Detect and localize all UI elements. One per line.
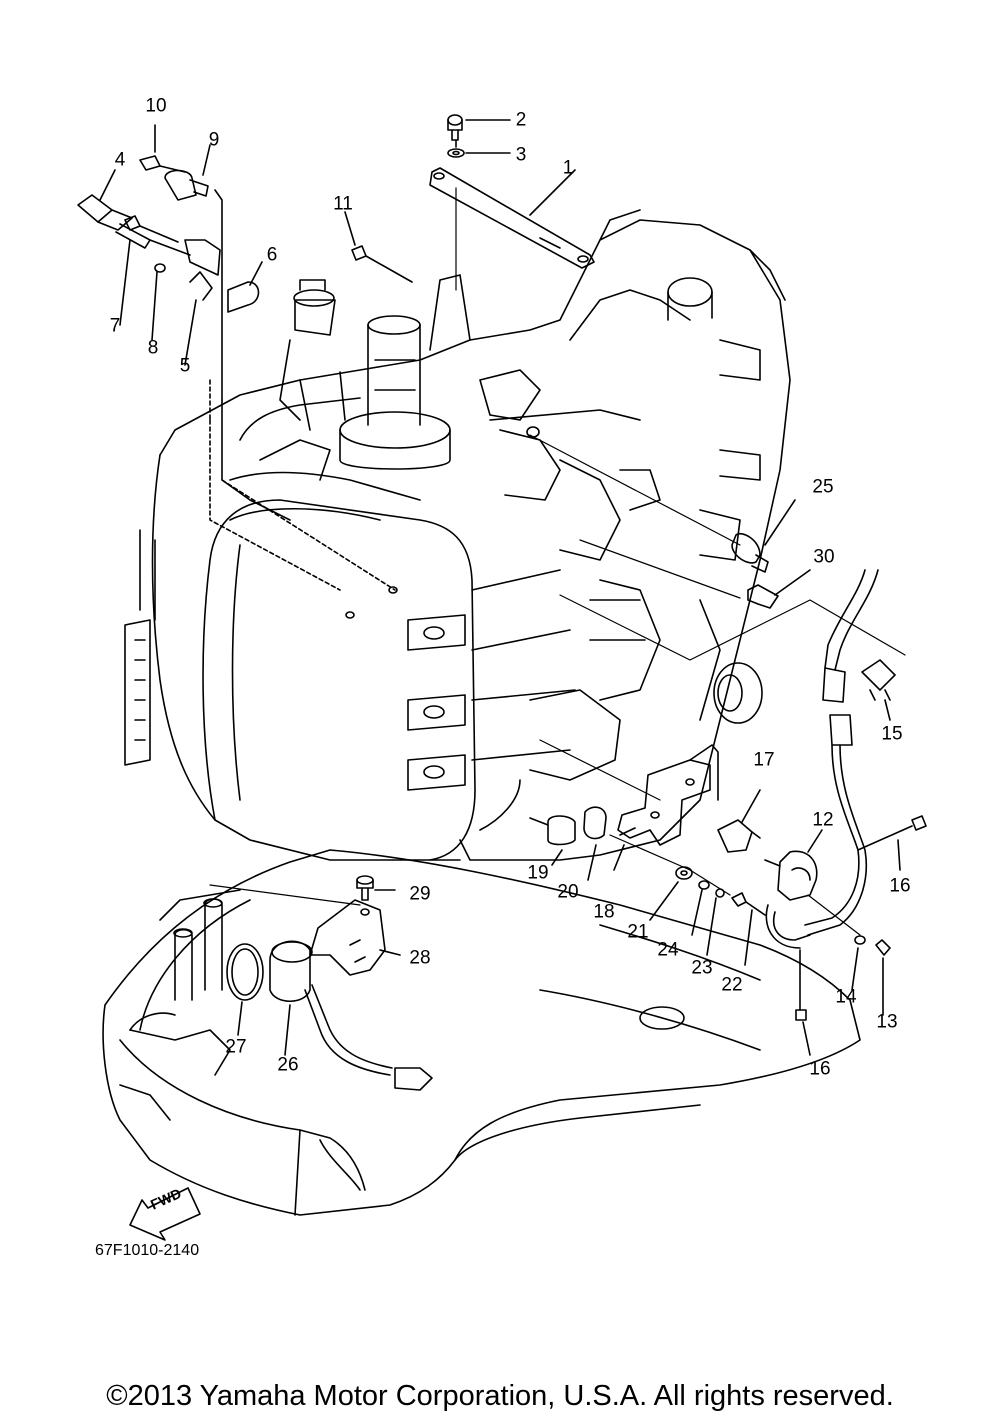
callout-7: 7 <box>109 315 121 337</box>
callout-11: 11 <box>333 193 353 215</box>
crankshaft-top-drawing <box>279 279 451 470</box>
callout-30: 30 <box>813 546 835 568</box>
callout-16-lower: 16 <box>809 1058 831 1080</box>
callout-13: 13 <box>876 1011 898 1033</box>
callout-18: 18 <box>593 901 615 923</box>
forward-direction-arrow <box>129 1187 201 1241</box>
callout-12: 12 <box>812 809 834 831</box>
callout-5: 5 <box>179 355 191 377</box>
callout-23: 23 <box>691 957 713 979</box>
callout-26: 26 <box>277 1054 299 1076</box>
callout-10: 10 <box>145 95 167 117</box>
callout-3: 3 <box>515 144 527 166</box>
sensor-part-12 <box>764 829 891 1016</box>
callout-8: 8 <box>147 337 159 359</box>
copyright-notice: ©2013 Yamaha Motor Corporation, U.S.A. A… <box>106 1380 894 1412</box>
drawing-code: 67F1010-2140 <box>95 1242 200 1259</box>
callout-25: 25 <box>812 476 834 498</box>
callout-20: 20 <box>557 881 579 903</box>
callout-4: 4 <box>114 149 126 171</box>
callout-9: 9 <box>208 129 220 151</box>
bracket-part-18-assembly <box>529 739 766 966</box>
callout-24: 24 <box>657 939 679 961</box>
callout-1: 1 <box>562 157 574 179</box>
engine-block-drawing <box>124 209 791 861</box>
parts-26-29 <box>209 875 433 1091</box>
callout-22: 22 <box>721 974 743 996</box>
callout-17: 17 <box>753 749 775 771</box>
cable-tie-part-11 <box>344 211 413 283</box>
sensor-assembly-parts-4-10 <box>77 124 398 619</box>
callout-28: 28 <box>409 947 431 969</box>
callout-2: 2 <box>515 109 527 131</box>
callout-16-upper: 16 <box>889 875 911 897</box>
bracket-part-1 <box>429 114 595 291</box>
callout-6: 6 <box>266 244 278 266</box>
callout-19: 19 <box>527 862 549 884</box>
callout-15: 15 <box>881 723 903 745</box>
callout-27: 27 <box>225 1036 247 1058</box>
wire-harness-part-15 <box>804 569 896 936</box>
callout-14: 14 <box>835 986 857 1008</box>
callout-29: 29 <box>409 883 431 905</box>
callout-21: 21 <box>627 921 649 943</box>
sensor-part-25-clip-part-30 <box>526 426 906 661</box>
cable-tie-parts-16 <box>795 815 927 1056</box>
bottom-cowling-drawing <box>102 849 861 1216</box>
